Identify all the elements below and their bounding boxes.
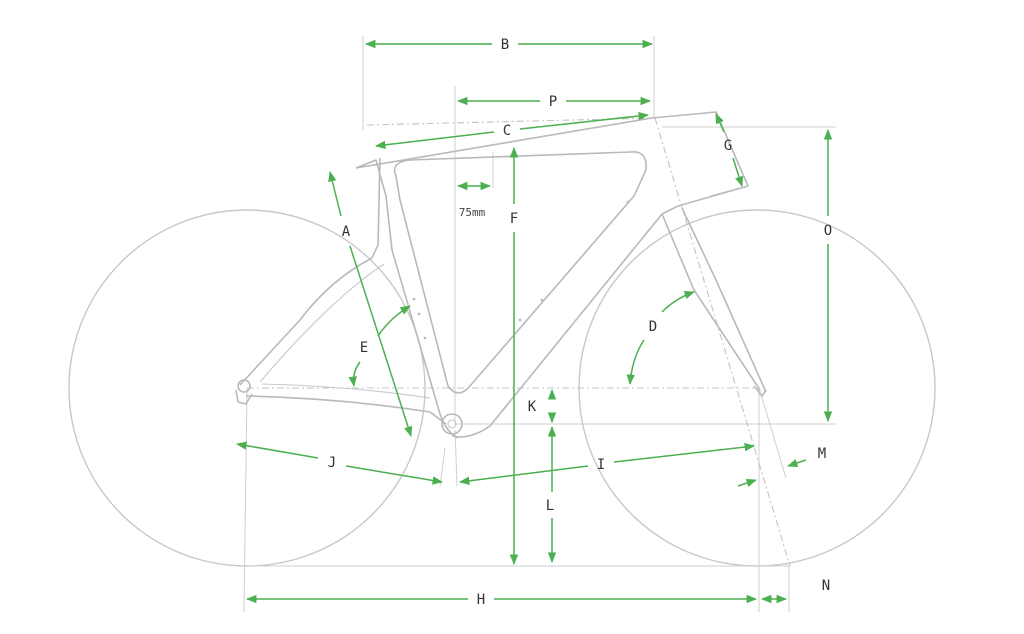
label-h: H xyxy=(477,592,485,608)
dim-j-arrow xyxy=(235,441,319,459)
label-e: E xyxy=(360,340,368,356)
label-c: C xyxy=(503,123,511,139)
label-75mm: 75mm xyxy=(459,206,486,219)
dim-m-arrow xyxy=(787,459,807,467)
dim-g-arrow xyxy=(715,113,725,133)
label-l: L xyxy=(546,498,554,514)
bike-frame xyxy=(235,111,767,439)
dim-a-arrow xyxy=(328,170,342,217)
label-j: J xyxy=(328,455,336,471)
dim-e-arrow xyxy=(377,305,411,337)
label-g: G xyxy=(724,138,732,154)
label-a: A xyxy=(342,224,351,240)
dim-c-arrow xyxy=(374,131,495,150)
dim-i-arrow xyxy=(458,465,589,485)
label-m: M xyxy=(818,446,826,462)
dimension-labels: B P C G O F 75mm A E D K L J I M H N xyxy=(328,37,832,608)
label-p: P xyxy=(549,94,557,110)
label-d: D xyxy=(649,319,657,335)
dim-d-arrow xyxy=(661,291,695,313)
label-f: F xyxy=(510,211,518,227)
label-k: K xyxy=(528,399,537,415)
dimension-arrows xyxy=(235,39,833,604)
label-n: N xyxy=(822,578,830,594)
label-i: I xyxy=(597,457,605,473)
label-o: O xyxy=(824,223,832,239)
label-b: B xyxy=(501,37,509,53)
reference-lines xyxy=(243,36,836,613)
